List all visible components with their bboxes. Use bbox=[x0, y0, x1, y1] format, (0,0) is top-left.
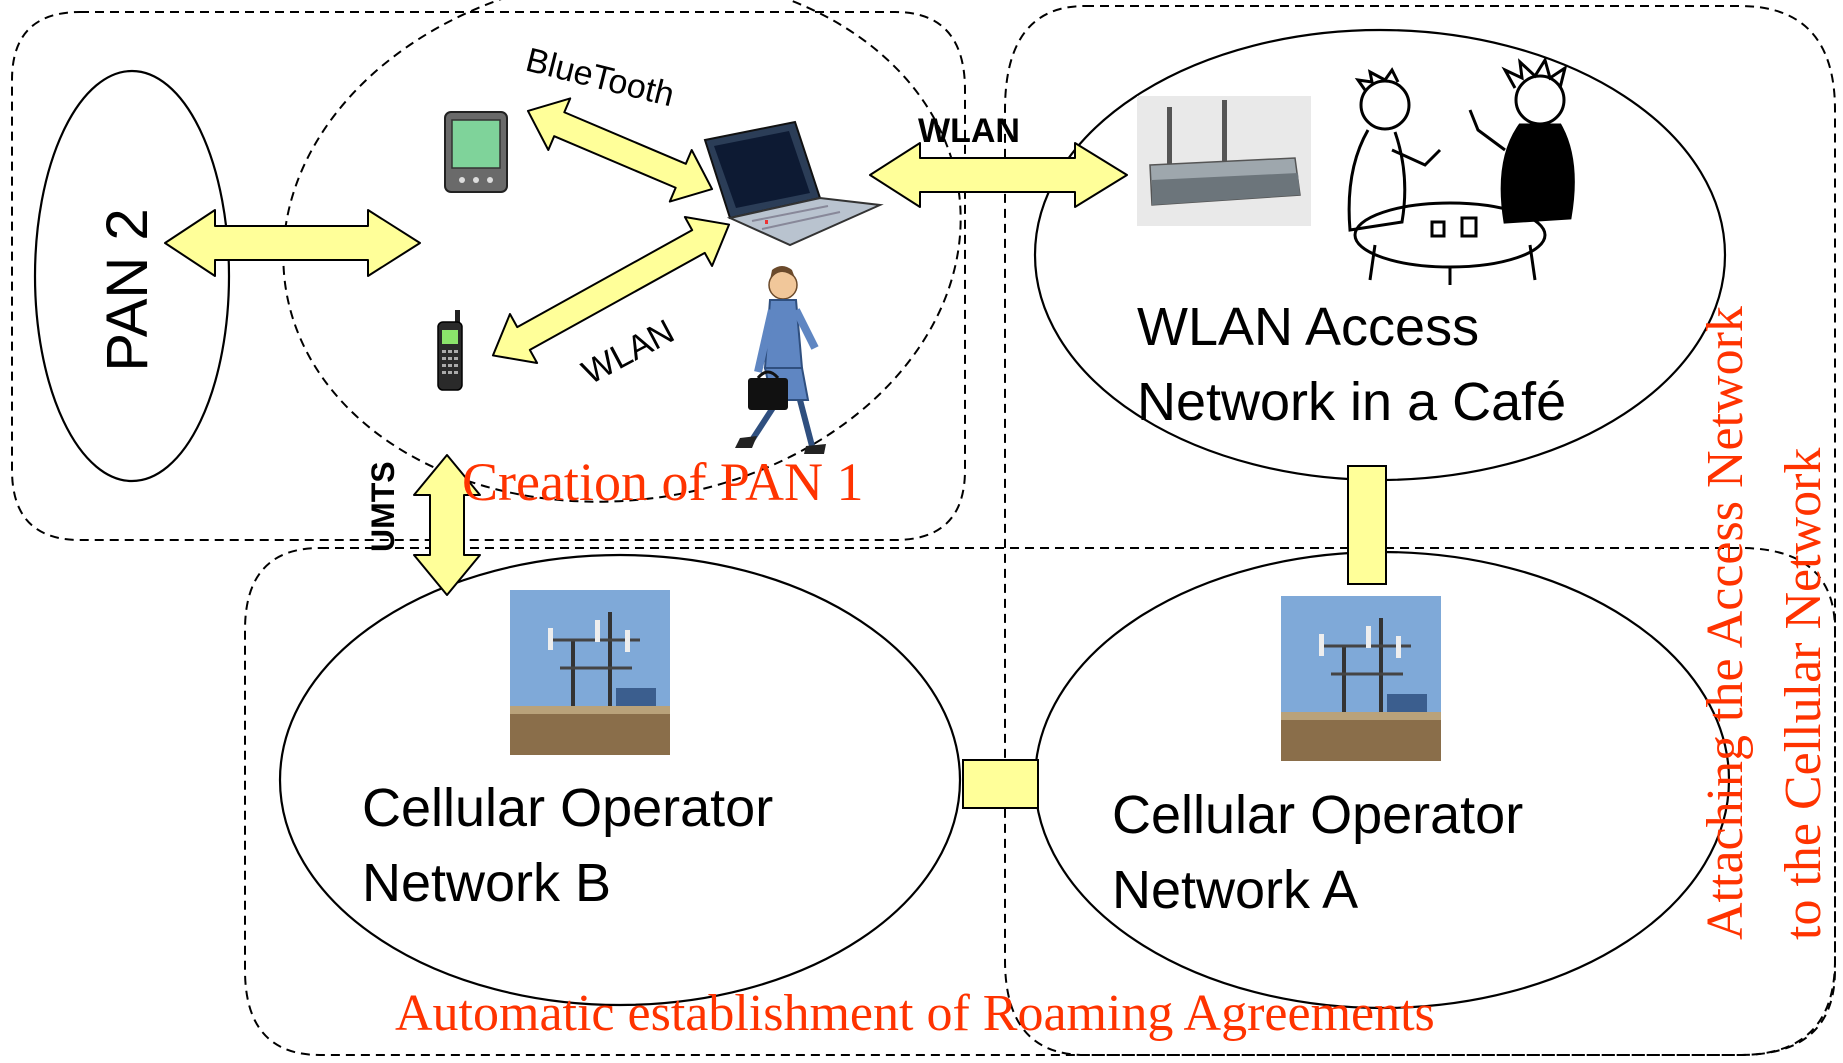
cellular-b-title-1: Cellular Operator bbox=[362, 778, 773, 838]
laptop-icon bbox=[703, 120, 884, 247]
cellular-link-bar bbox=[962, 759, 1039, 809]
pan2-pan1-arrow bbox=[164, 209, 421, 277]
cellular-a-title-1: Cellular Operator bbox=[1112, 785, 1523, 845]
wlan-access-title-1: WLAN Access bbox=[1137, 297, 1479, 357]
attach-label-1: Attaching the Access Network bbox=[1697, 306, 1754, 940]
cellular-b-title-2: Network B bbox=[362, 853, 611, 913]
businesswoman-icon bbox=[735, 266, 826, 454]
pan2-label: PAN 2 bbox=[95, 208, 160, 371]
attach-label-2: to the Cellular Network bbox=[1775, 448, 1832, 940]
umts-label: UMTS bbox=[365, 461, 401, 552]
wlan-access-title-2: Network in a Café bbox=[1137, 372, 1566, 432]
bluetooth-arrow bbox=[526, 97, 714, 203]
pda-icon bbox=[444, 111, 508, 193]
cellular-b-ellipse bbox=[278, 553, 962, 1007]
bluetooth-label: BlueTooth bbox=[522, 41, 678, 114]
wlan-pan-label: WLAN bbox=[576, 312, 681, 392]
region-access bbox=[1004, 5, 1836, 1056]
wlan-pan-arrow bbox=[491, 216, 731, 364]
cafe-people-icon bbox=[1347, 56, 1575, 285]
wlan-access-arrow bbox=[869, 142, 1128, 208]
mobile-phone-icon bbox=[437, 310, 463, 391]
pan2-ellipse bbox=[33, 69, 231, 483]
umts-arrow bbox=[413, 454, 481, 596]
cell-tower-icon bbox=[1281, 596, 1441, 761]
creation-pan1-label: Creation of PAN 1 bbox=[462, 452, 864, 512]
region-pan bbox=[11, 11, 966, 541]
roaming-label: Automatic establishment of Roaming Agree… bbox=[395, 985, 1435, 1042]
wlan-link-label: WLAN bbox=[918, 112, 1020, 150]
access-to-cellular-bar bbox=[1347, 465, 1387, 585]
cellular-a-title-2: Network A bbox=[1112, 860, 1358, 920]
wireless-router-icon bbox=[1137, 96, 1311, 226]
cell-tower-icon bbox=[510, 590, 670, 755]
